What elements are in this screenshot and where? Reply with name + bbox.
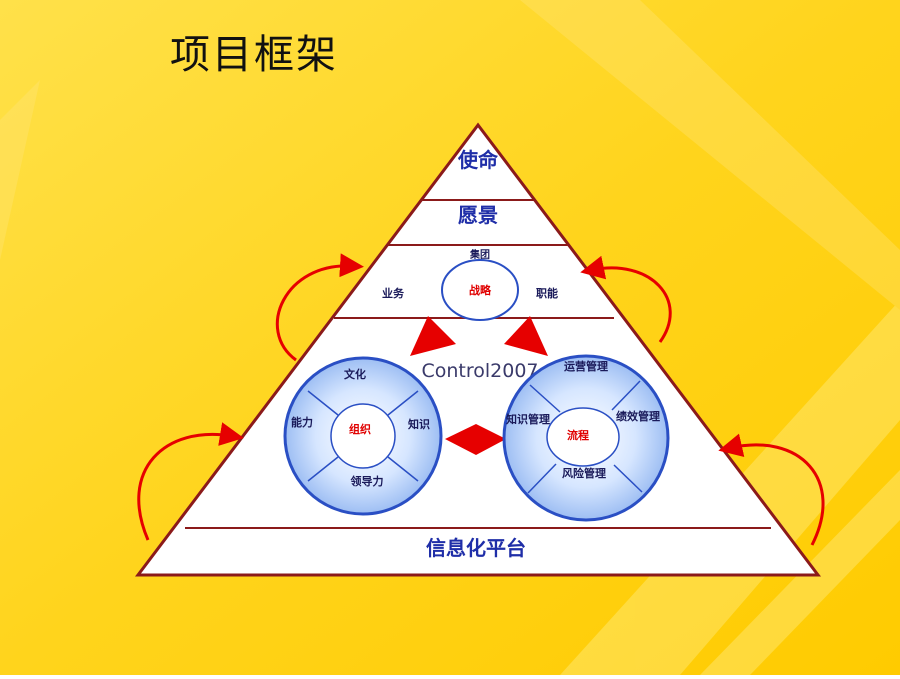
strategy-oval xyxy=(441,259,519,321)
organization-center-label: 组织 xyxy=(349,422,371,436)
process-segment-knowledge-text: 知识管理 xyxy=(505,412,550,426)
process-segment-operations-text: 运营管理 xyxy=(564,359,608,373)
organization-segment-culture: 文化 xyxy=(344,367,366,381)
process-segment-risk: 风险管理 xyxy=(562,466,606,480)
level-vision: 愿景 xyxy=(458,203,498,227)
curved-arrow-lower-right xyxy=(718,433,825,546)
curved-arrow-lower-left xyxy=(137,422,244,541)
process-segment-knowledge: 知识管理 xyxy=(505,412,550,426)
platform-label: 信息化平台 xyxy=(426,536,526,560)
curved-arrows xyxy=(137,253,825,546)
level-mission: 使命 xyxy=(457,148,499,172)
process-center-label: 流程 xyxy=(567,428,589,442)
process-segment-performance-text: 绩效管理 xyxy=(616,409,660,423)
strategy-left-label: 业务 xyxy=(382,286,405,300)
right-red-arrow xyxy=(504,316,548,356)
strategy-right-label: 职能 xyxy=(536,286,558,300)
curved-arrow-upper-left xyxy=(275,253,364,362)
organization-segment-leadership: 领导力 xyxy=(350,474,384,488)
strategy-group-label: 集团 xyxy=(469,248,490,261)
organization-segment-knowledge: 知识 xyxy=(407,417,430,431)
process-segment-performance: 绩效管理 xyxy=(616,409,660,423)
curved-arrow-upper-right xyxy=(580,255,672,343)
strategy-center-label: 战略 xyxy=(469,283,492,297)
double-arrow xyxy=(445,424,506,455)
organization-segment-capability: 能力 xyxy=(291,415,313,429)
process-segment-risk-text: 风险管理 xyxy=(562,466,606,480)
organization-circle xyxy=(283,356,443,516)
slide-title: 项目框架 xyxy=(170,32,338,78)
watermark-text: Control2007 xyxy=(421,360,538,382)
process-circle xyxy=(502,354,670,522)
left-red-arrow xyxy=(410,316,456,356)
process-segment-operations: 运营管理 xyxy=(564,359,608,373)
